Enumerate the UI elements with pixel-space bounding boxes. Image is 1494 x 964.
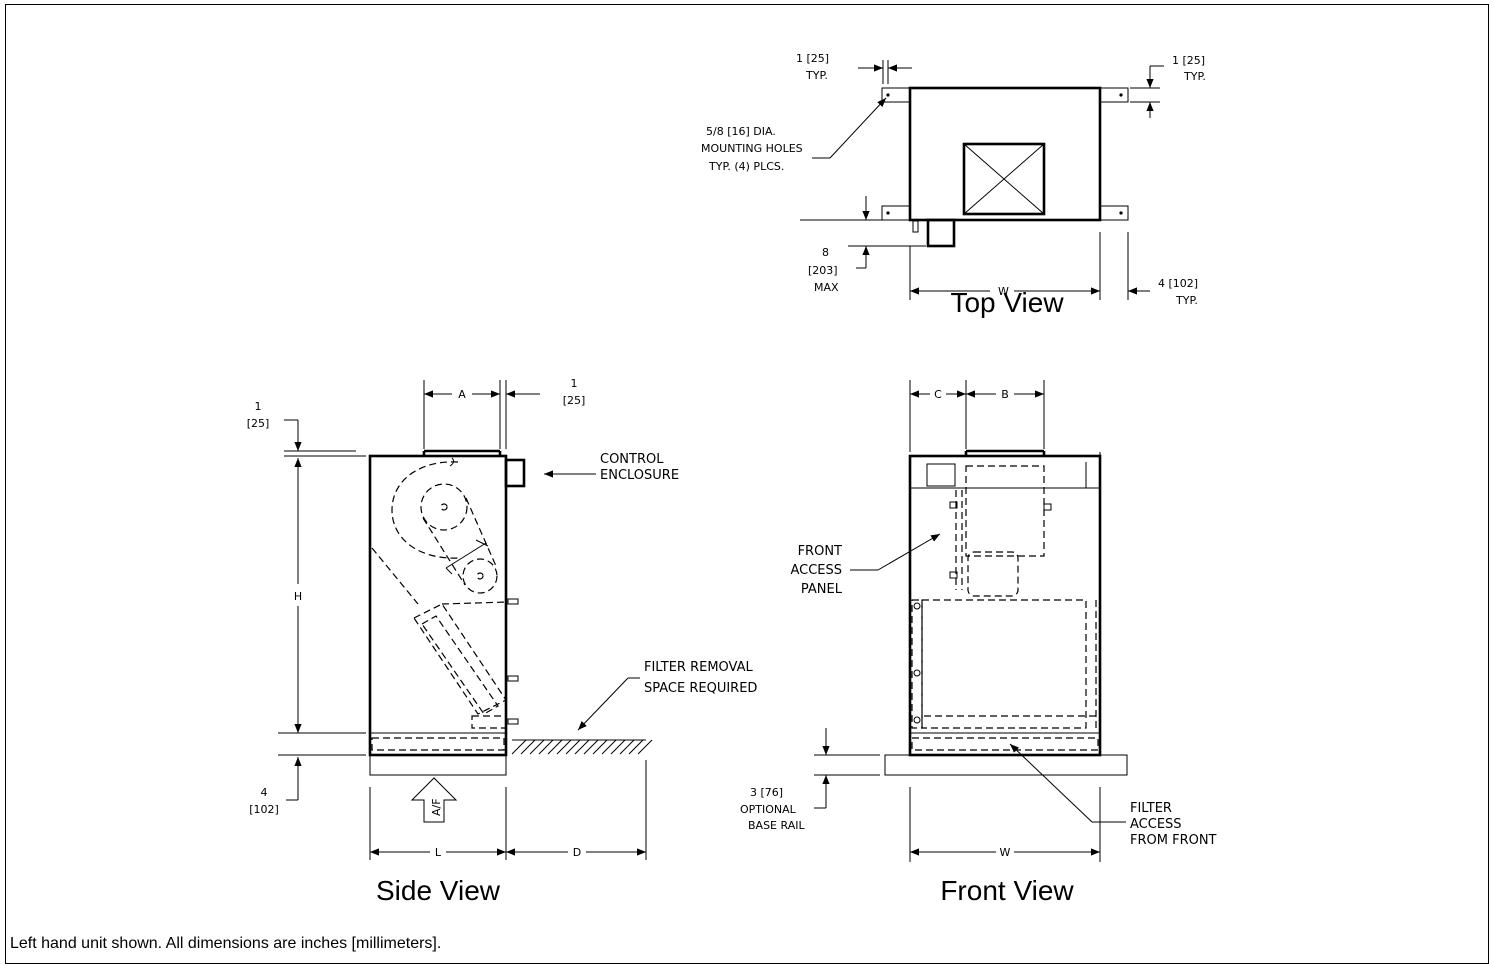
side-view-coil	[413, 598, 519, 729]
control-enclosure-label-1: CONTROL	[600, 452, 664, 467]
overhang-dimension: 4 [102]	[1158, 277, 1198, 290]
base-rail-label-1: OPTIONAL	[740, 803, 797, 816]
top-width-label: W	[998, 285, 1009, 298]
front-view-coil	[911, 599, 1097, 729]
front-dim-w: W	[1000, 846, 1011, 859]
side-right-dim-mm: [25]	[563, 394, 586, 407]
side-dim-l: L	[435, 846, 442, 859]
base-rail-dimension: 3 [76]	[750, 786, 783, 799]
side-top-dim-mm: [25]	[247, 417, 270, 430]
front-panel-label-2: ACCESS	[790, 563, 842, 578]
front-panel-label-1: FRONT	[798, 544, 842, 559]
airflow-arrow-icon	[410, 777, 458, 823]
filter-access-label-2: ACCESS	[1130, 817, 1182, 832]
top-tab-left-dimension: 1 [25]	[796, 52, 829, 65]
base-rail-label-2: BASE RAIL	[748, 819, 805, 832]
side-view-title: Side View	[376, 875, 501, 906]
filter-access-label-1: FILTER	[1130, 801, 1172, 816]
top-tab-right-dimension: 1 [25]	[1172, 54, 1205, 67]
side-top-dim-in: 1	[255, 400, 262, 413]
front-view: C B FRONT ACCESS PANEL 3 [76] OPTIONAL B…	[740, 380, 1217, 906]
front-panel-label-3: PANEL	[801, 582, 843, 597]
side-view-blower	[371, 457, 498, 605]
drain-dimension-inches: 8	[822, 246, 829, 259]
hole-desc-label: MOUNTING HOLES	[701, 142, 803, 155]
side-bottom-dim-mm: [102]	[249, 803, 279, 816]
drain-dimension-mm: [203]	[808, 264, 838, 277]
filter-removal-label-2: SPACE REQUIRED	[644, 681, 757, 696]
top-view-mounting-tabs	[881, 87, 1129, 221]
side-view-filter-rack	[371, 737, 505, 751]
top-view: 1 [25] TYP. 1 [25] TYP. 5/8 [16] DIA. MO…	[701, 52, 1206, 318]
optional-base-rail	[884, 754, 1128, 776]
side-view: A 1 [25] 1 [25] H 4 [102] CONTROL ENCLOS…	[247, 377, 758, 906]
top-view-cabinet	[908, 86, 1102, 222]
side-dim-a: A	[458, 388, 466, 401]
control-enclosure-box	[504, 458, 526, 488]
side-bottom-dim-in: 4	[261, 786, 268, 799]
top-tab-left-typ: TYP.	[805, 69, 828, 82]
airflow-label: A/F	[430, 798, 443, 816]
side-dim-d: D	[573, 846, 581, 859]
front-view-cabinet	[908, 454, 1102, 757]
top-view-drain	[912, 218, 956, 248]
footnote: Left hand unit shown. All dimensions are…	[10, 935, 441, 952]
front-view-title: Front View	[940, 875, 1074, 906]
front-view-blower	[949, 465, 1052, 597]
filter-removal-label-1: FILTER REMOVAL	[644, 660, 754, 675]
front-filter-rack	[911, 737, 1099, 751]
side-right-dim-in: 1	[571, 377, 578, 390]
filter-access-label-3: FROM FRONT	[1130, 833, 1217, 848]
filter-removal-hatch	[511, 739, 653, 755]
front-dim-b: B	[1001, 388, 1009, 401]
top-view-title: Top View	[950, 287, 1064, 318]
front-control-box	[926, 463, 956, 487]
drain-max-label: MAX	[814, 281, 839, 294]
top-view-duct-outlet	[962, 142, 1046, 216]
overhang-typ: TYP.	[1175, 294, 1198, 307]
control-enclosure-label-2: ENCLOSURE	[600, 468, 679, 483]
hole-count-label: TYP. (4) PLCS.	[708, 160, 784, 173]
side-dim-h: H	[294, 590, 302, 603]
front-dim-c: C	[934, 388, 942, 401]
top-tab-right-typ: TYP.	[1183, 70, 1206, 83]
hole-size-label: 5/8 [16] DIA.	[706, 125, 776, 138]
